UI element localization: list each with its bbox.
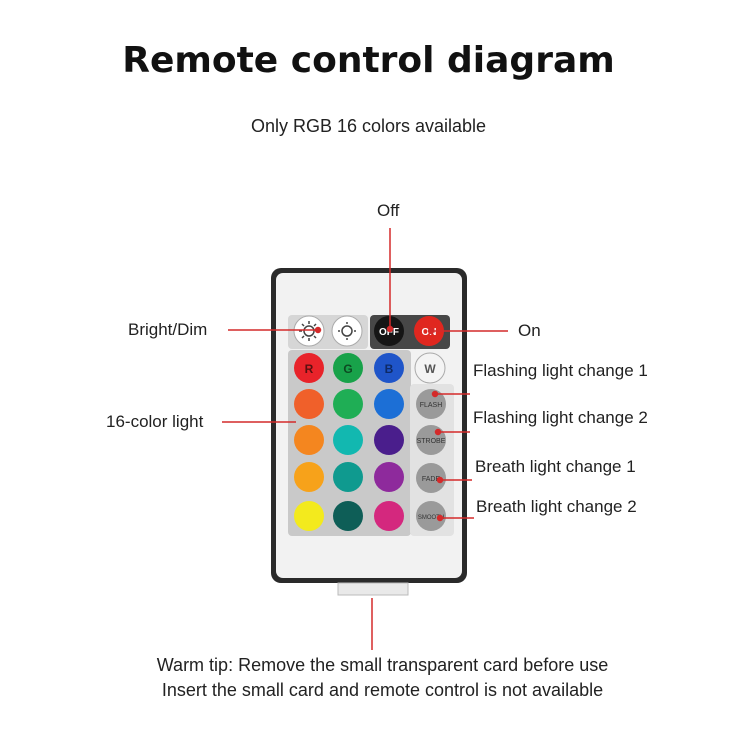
strobe-button-label: STROBE: [417, 438, 446, 445]
smooth-button-label: SMOOTH: [418, 515, 444, 521]
label-flashing-light-change-2: Flashing light change 2: [473, 408, 648, 427]
color-button[interactable]: [374, 501, 404, 531]
label-on: On: [518, 321, 541, 340]
red-button-label: R: [305, 362, 314, 376]
flash-button-label: FLASH: [420, 402, 443, 409]
sun-icon: [303, 325, 315, 337]
brightness-up-button[interactable]: [293, 315, 325, 347]
color-button[interactable]: [333, 425, 363, 455]
color-button[interactable]: [294, 501, 324, 531]
fade-button-label: FADE: [422, 476, 441, 483]
label-off: Off: [377, 201, 400, 220]
label-bright-dim: Bright/Dim: [128, 320, 208, 339]
label-16-color-light: 16-color light: [106, 412, 204, 431]
green-button[interactable]: G: [333, 353, 363, 383]
color-button[interactable]: [294, 462, 324, 492]
color-button[interactable]: [333, 389, 363, 419]
diagram-subtitle: Only RGB 16 colors available: [250, 116, 487, 136]
flash-button[interactable]: FLASH: [416, 389, 446, 419]
sun-dim-icon: [341, 325, 353, 337]
mode-panel: [410, 384, 454, 536]
color-button[interactable]: [333, 462, 363, 492]
white-button[interactable]: W: [414, 352, 446, 384]
red-button[interactable]: R: [294, 353, 324, 383]
color-button[interactable]: [294, 425, 324, 455]
diagram-title: Remote control diagram: [122, 40, 615, 81]
color-button[interactable]: [374, 462, 404, 492]
blue-button-label: B: [385, 362, 394, 376]
green-button-label: G: [343, 362, 352, 376]
warm-tip-line-2: Insert the small card and remote control…: [161, 680, 604, 700]
brightness-down-button[interactable]: [331, 315, 363, 347]
battery-card-tab: [337, 582, 409, 596]
blue-button[interactable]: B: [374, 353, 404, 383]
color-button[interactable]: [374, 389, 404, 419]
label-flashing-light-change-1: Flashing light change 1: [473, 361, 648, 380]
color-grid: [294, 389, 404, 531]
label-breath-light-change-1: Breath light change 1: [475, 457, 636, 476]
fade-button[interactable]: FADE: [416, 463, 446, 493]
warm-tip-line-1: Warm tip: Remove the small transparent c…: [156, 655, 609, 675]
strobe-button[interactable]: STROBE: [416, 425, 446, 455]
smooth-button[interactable]: SMOOTH: [416, 501, 446, 531]
color-button[interactable]: [294, 389, 324, 419]
label-breath-light-change-2: Breath light change 2: [476, 497, 637, 516]
color-button[interactable]: [374, 425, 404, 455]
white-button-label: W: [424, 362, 436, 376]
callout-lines: [222, 228, 508, 650]
off-button-label: OFF: [379, 327, 399, 338]
color-button[interactable]: [333, 501, 363, 531]
